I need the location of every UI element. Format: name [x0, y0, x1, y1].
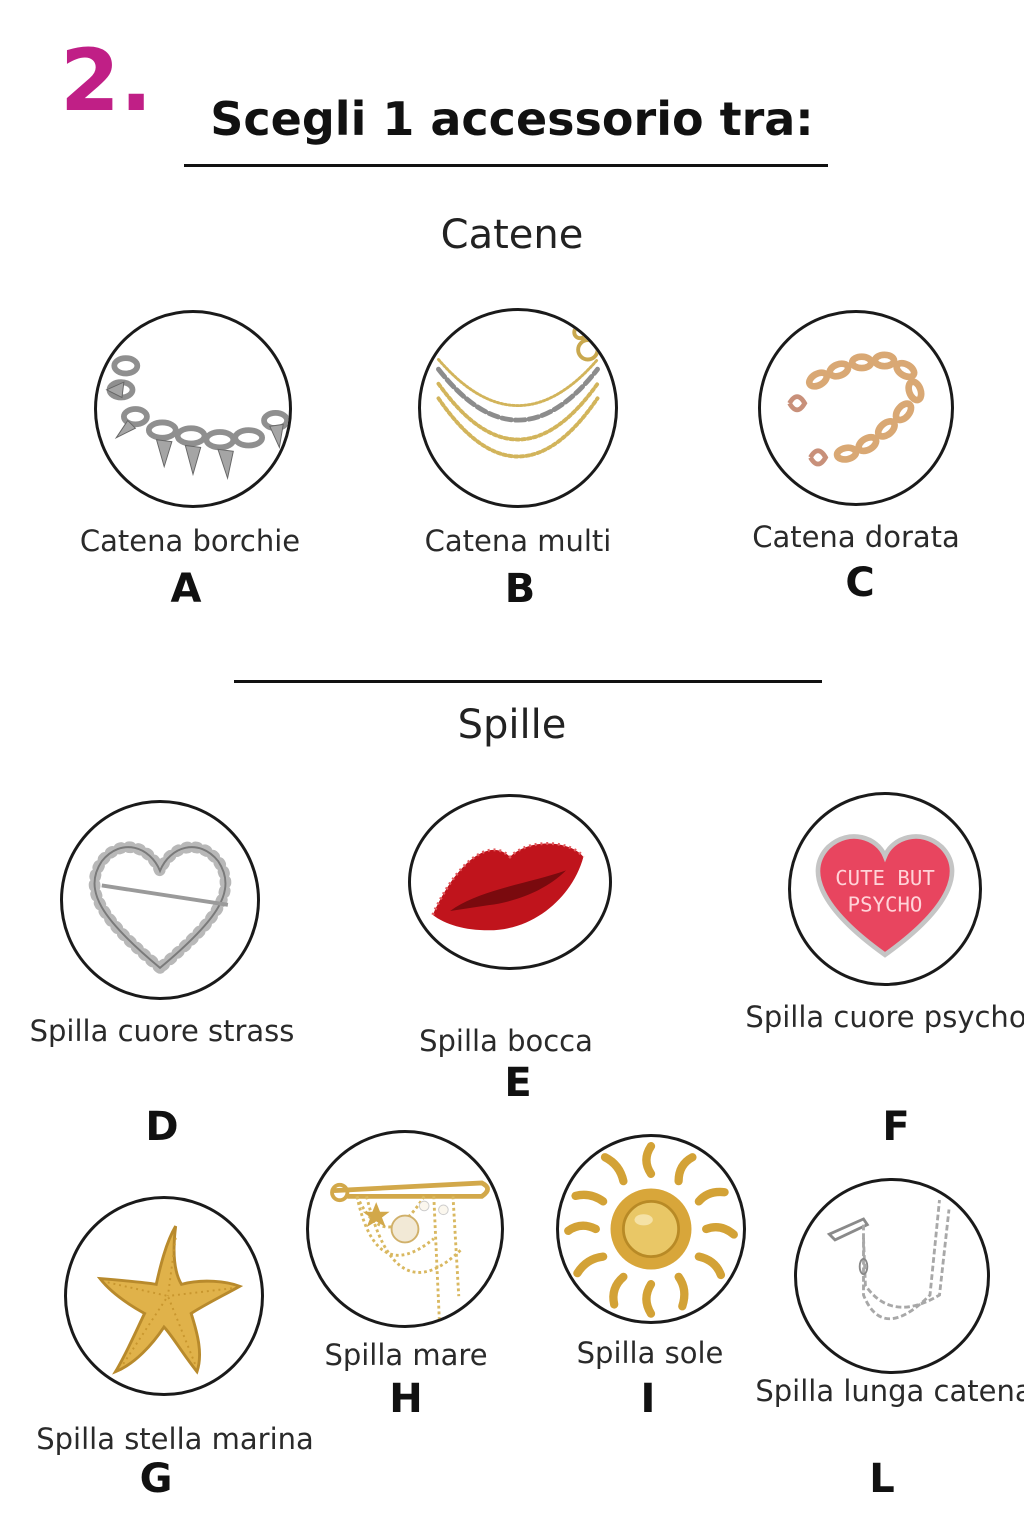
multi-layer-chain-icon — [436, 324, 600, 459]
item-c-letter: C — [845, 560, 875, 606]
item-d-image[interactable] — [60, 800, 260, 1000]
item-l-image[interactable] — [794, 1178, 990, 1374]
step-number: 2. — [60, 31, 153, 131]
pin-text-line-1: CUTE BUT — [835, 866, 935, 890]
item-e-label: Spilla bocca — [419, 1024, 593, 1058]
item-i-letter: I — [640, 1376, 656, 1422]
item-i-image[interactable] — [556, 1134, 746, 1324]
item-b-letter: B — [504, 566, 536, 612]
long-chain-pin-icon — [826, 1199, 951, 1320]
title-divider — [184, 164, 828, 167]
item-e-letter: E — [504, 1060, 532, 1106]
item-b-label: Catena multi — [424, 524, 612, 558]
item-a-letter: A — [170, 566, 202, 612]
section-divider — [234, 680, 822, 683]
starfish-icon — [96, 1225, 244, 1375]
item-g-label: Spilla stella marina — [36, 1422, 314, 1456]
item-h-letter: H — [389, 1376, 423, 1422]
item-i-label: Spilla sole — [576, 1336, 724, 1370]
item-c-label: Catena dorata — [752, 520, 960, 554]
item-c-image[interactable] — [758, 310, 954, 506]
rhinestone-heart-icon — [88, 841, 232, 976]
page-title: Scegli 1 accessorio tra: — [210, 92, 814, 146]
item-h-label: Spilla mare — [324, 1338, 488, 1372]
item-g-image[interactable] — [64, 1196, 264, 1396]
item-g-letter: G — [139, 1456, 173, 1502]
item-l-letter: L — [869, 1456, 895, 1502]
item-f-label: Spilla cuore psycho — [745, 1000, 1024, 1034]
item-a-label: Catena borchie — [79, 524, 301, 558]
section-title-pins: Spille — [457, 702, 567, 748]
item-h-image[interactable] — [306, 1130, 504, 1328]
section-title-chains: Catene — [440, 212, 584, 258]
item-f-letter: F — [882, 1104, 910, 1150]
gold-chain-icon — [787, 351, 925, 467]
red-lips-icon — [431, 842, 585, 931]
sun-icon — [564, 1142, 738, 1318]
item-a-image[interactable] — [94, 310, 292, 508]
pink-heart-pin-icon: CUTE BUT PSYCHO — [815, 834, 955, 958]
item-d-letter: D — [145, 1104, 179, 1150]
sea-safety-pin-icon — [330, 1180, 490, 1325]
pin-text-line-2: PSYCHO — [848, 893, 923, 917]
studded-chain-icon — [105, 355, 289, 480]
item-f-image[interactable]: CUTE BUT PSYCHO — [788, 792, 982, 986]
item-b-image[interactable] — [418, 308, 618, 508]
item-d-label: Spilla cuore strass — [29, 1014, 295, 1048]
item-e-image[interactable] — [408, 794, 612, 970]
item-l-label: Spilla lunga catena — [755, 1374, 1024, 1408]
